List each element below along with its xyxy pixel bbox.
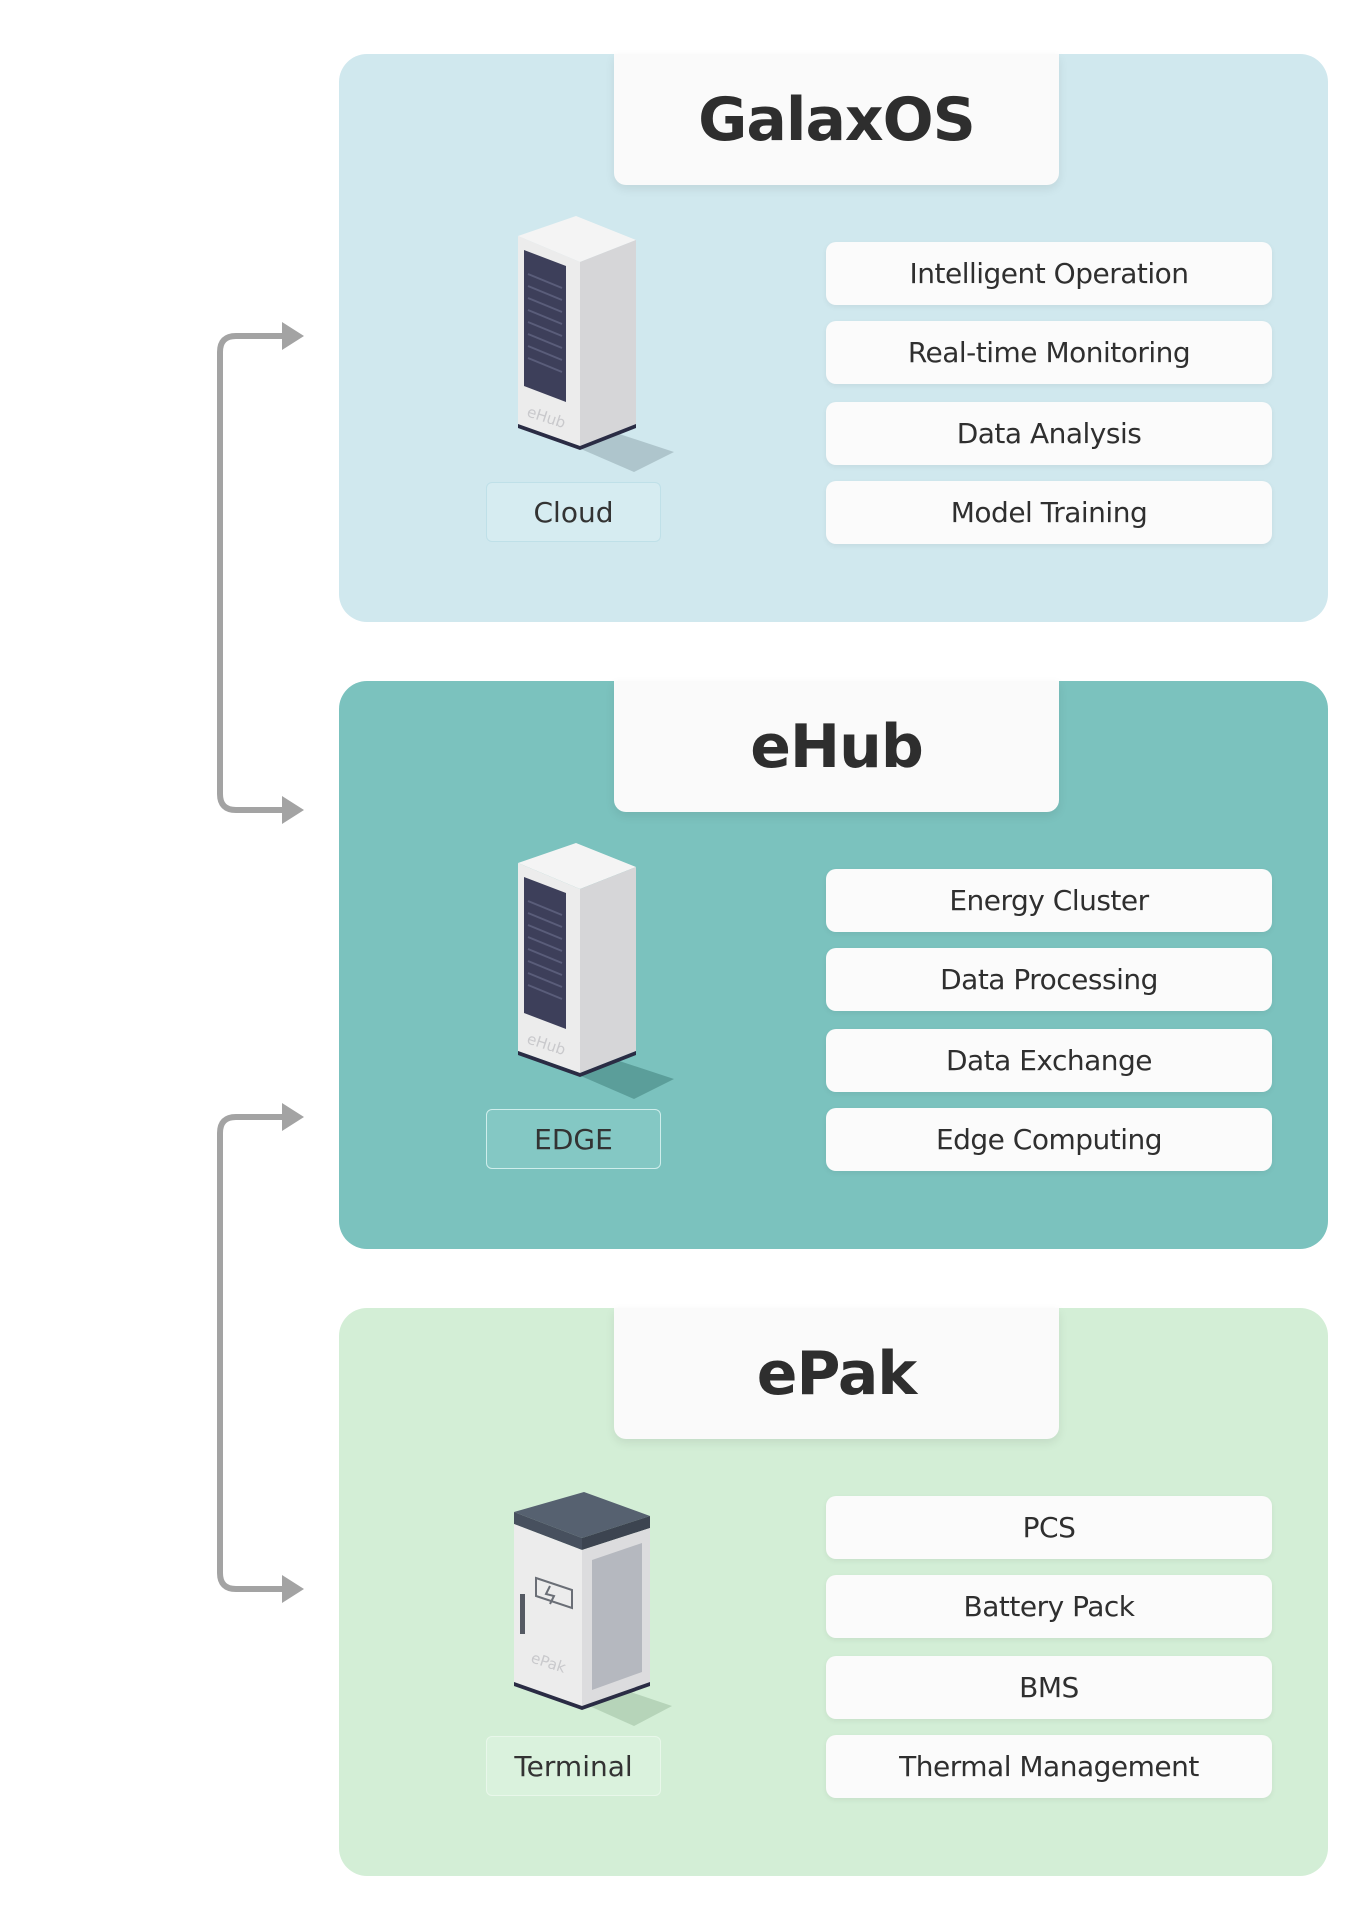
feature-item: Thermal Management: [826, 1735, 1272, 1798]
tier-title: eHub: [750, 711, 924, 782]
tier-panel-terminal: ePak ePak Terminal PCS Battery Pack BMS …: [339, 1308, 1328, 1876]
battery-cabinet-icon: ePak: [484, 1468, 684, 1728]
tier-title-box: eHub: [614, 681, 1059, 812]
arrowhead-cloud: [282, 322, 304, 350]
tier-title: GalaxOS: [698, 84, 976, 155]
feature-item: Intelligent Operation: [826, 242, 1272, 305]
server-tower-icon: eHub: [484, 214, 684, 474]
feature-item: Data Processing: [826, 948, 1272, 1011]
tier-level-label: EDGE: [486, 1109, 661, 1169]
feature-item: Real-time Monitoring: [826, 321, 1272, 384]
tier-level-label: Terminal: [486, 1736, 661, 1796]
arrowhead-edge: [282, 796, 304, 824]
tier-title-box: ePak: [614, 1308, 1059, 1439]
feature-item: Data Analysis: [826, 402, 1272, 465]
arrowhead-edge-2: [282, 1103, 304, 1131]
feature-item: BMS: [826, 1656, 1272, 1719]
feature-item: Model Training: [826, 481, 1272, 544]
feature-item: Data Exchange: [826, 1029, 1272, 1092]
arrowhead-terminal: [282, 1575, 304, 1603]
feature-item: Energy Cluster: [826, 869, 1272, 932]
tier-panel-edge: eHub eHub EDGE Energy Cluster Data Proce…: [339, 681, 1328, 1249]
feature-list: Intelligent Operation Real-time Monitori…: [826, 242, 1272, 560]
arrow-cloud-edge: [217, 333, 293, 813]
feature-list: Energy Cluster Data Processing Data Exch…: [826, 869, 1272, 1187]
tier-title: ePak: [756, 1338, 917, 1409]
arrow-edge-terminal: [217, 1114, 293, 1592]
tier-level-label: Cloud: [486, 482, 661, 542]
tier-panel-cloud: GalaxOS eHub Cloud Intelligent Operation…: [339, 54, 1328, 622]
feature-list: PCS Battery Pack BMS Thermal Management: [826, 1496, 1272, 1814]
server-tower-icon: eHub: [484, 841, 684, 1101]
tier-title-box: GalaxOS: [614, 54, 1059, 185]
feature-item: Edge Computing: [826, 1108, 1272, 1171]
feature-item: Battery Pack: [826, 1575, 1272, 1638]
feature-item: PCS: [826, 1496, 1272, 1559]
